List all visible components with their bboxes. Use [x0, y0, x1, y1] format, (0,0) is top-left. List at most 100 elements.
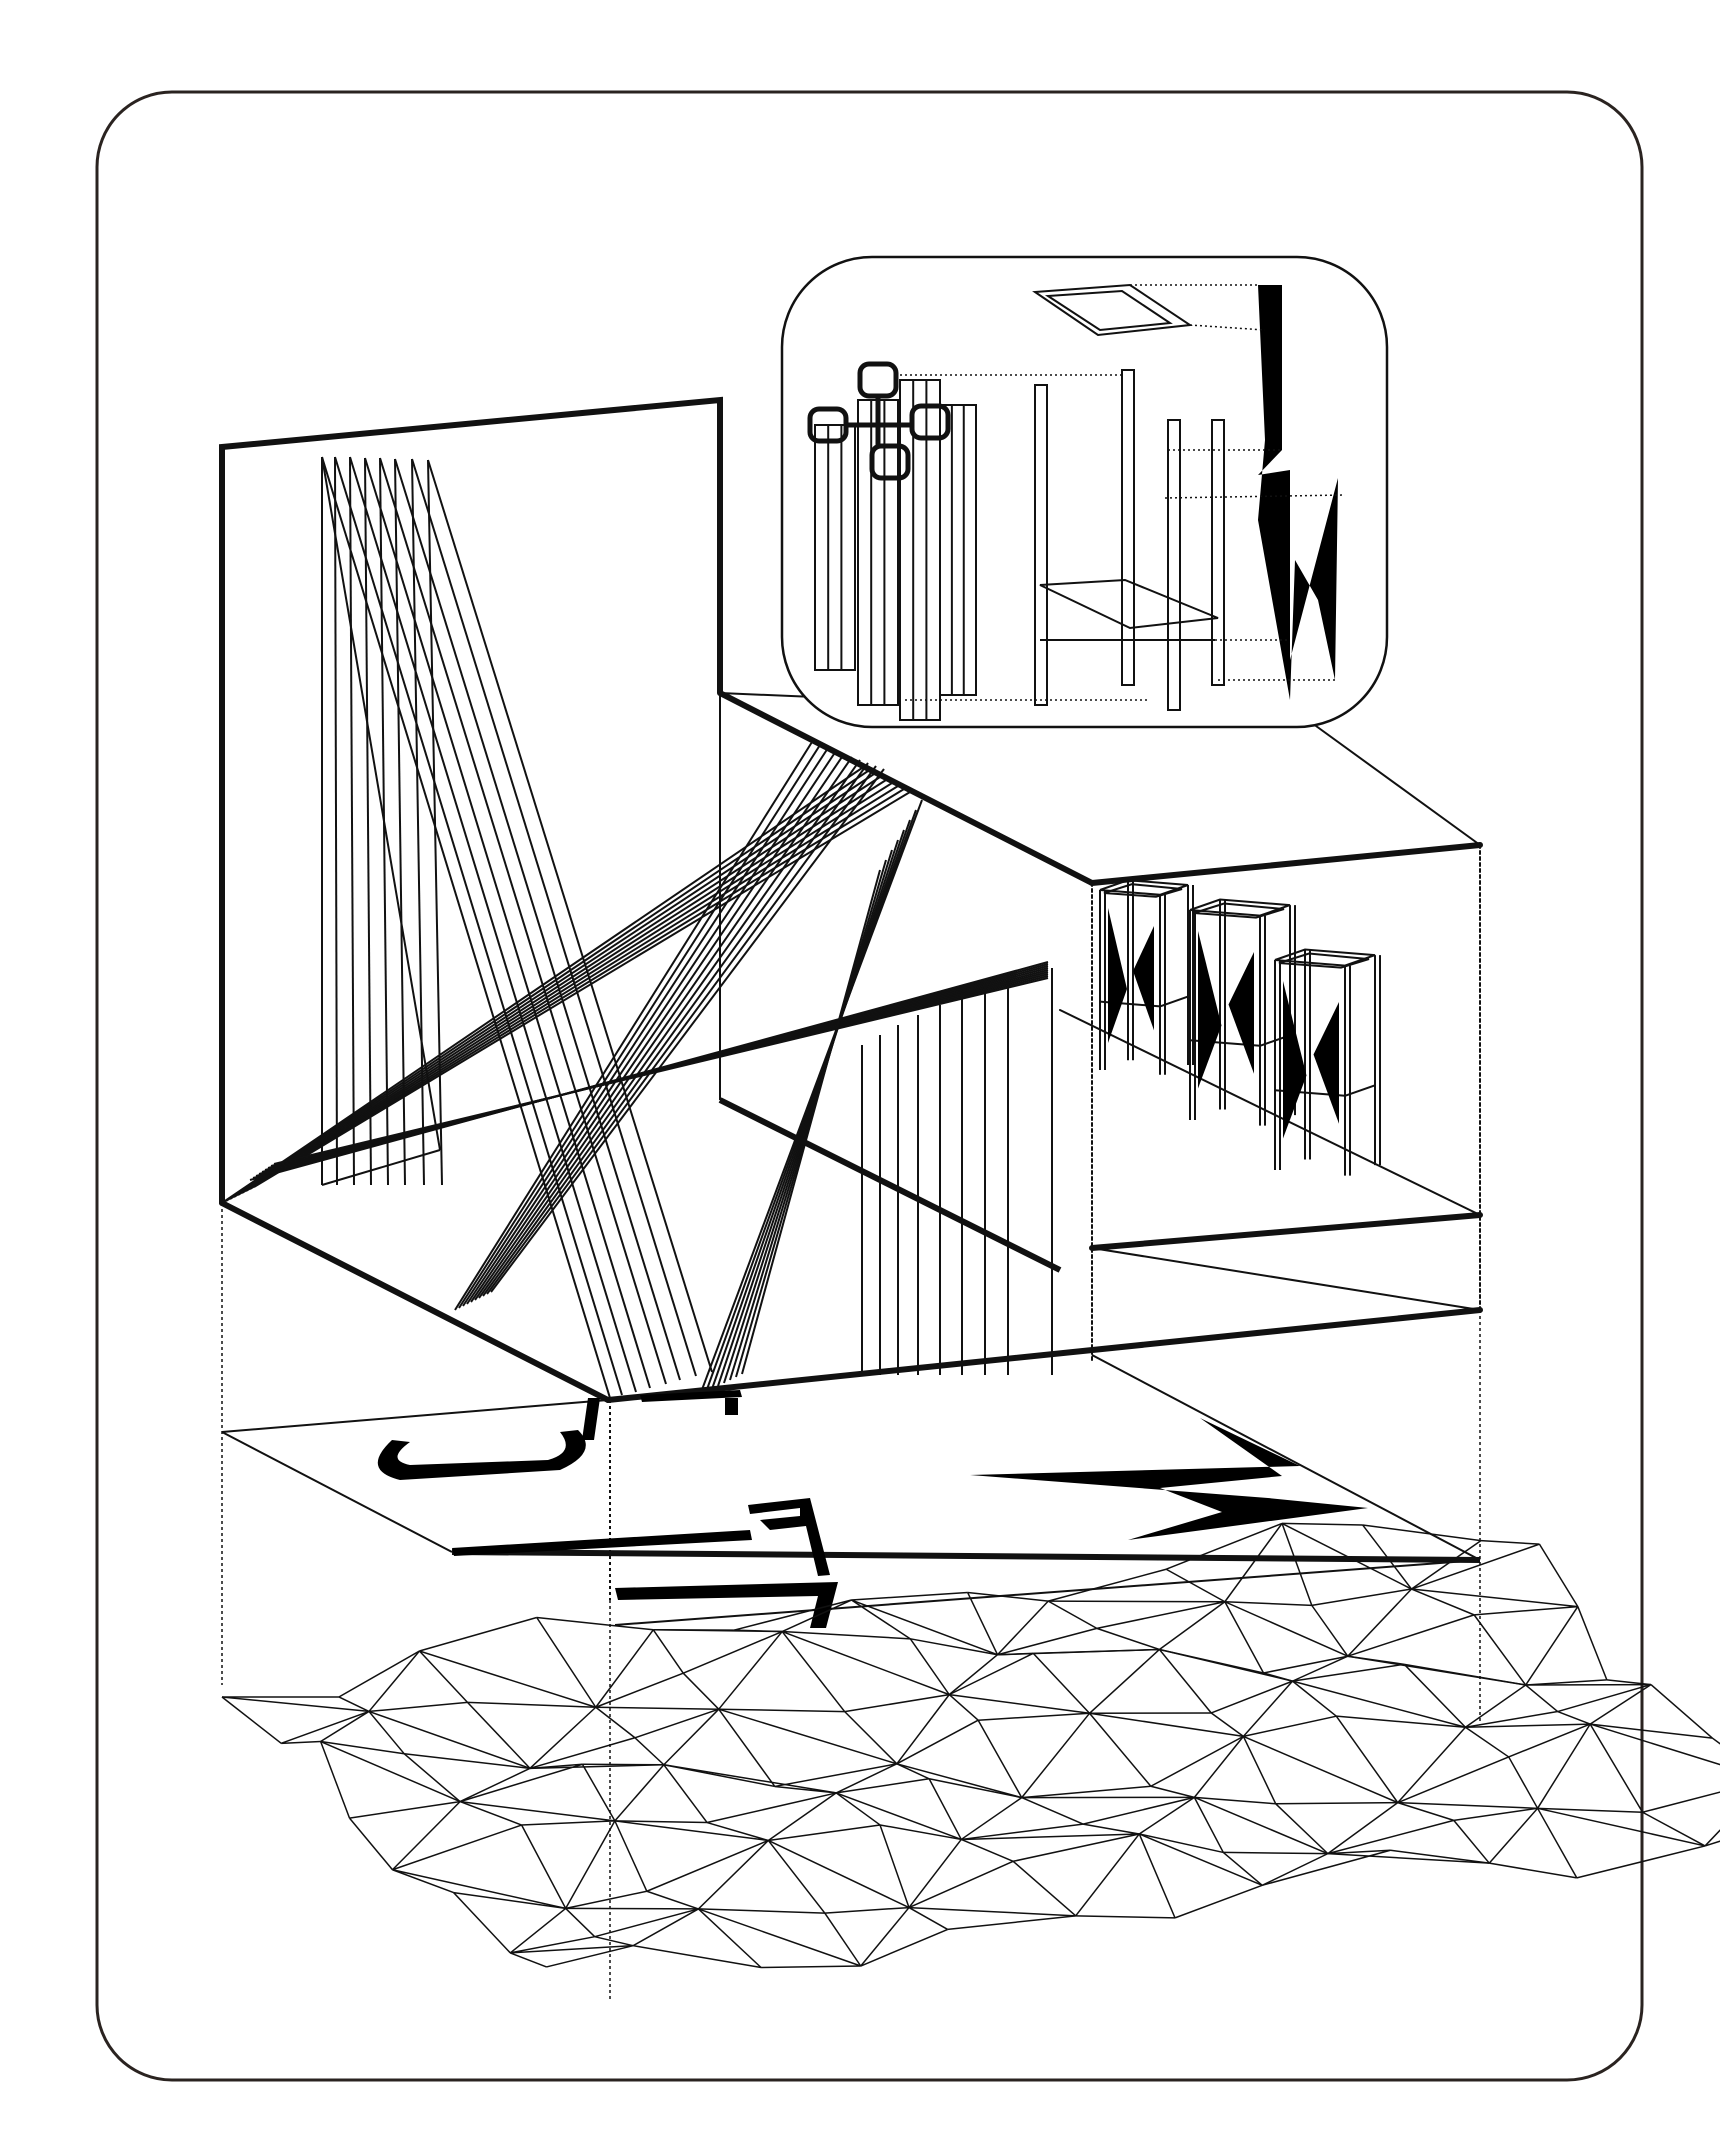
cross-strand [245, 785, 899, 1192]
cross-strand [237, 779, 887, 1196]
mesh-diagonal [1281, 1522, 1412, 1590]
mesh-diagonal [595, 1706, 719, 1710]
mesh-edge [280, 1710, 370, 1745]
mesh-edge [896, 1763, 930, 1780]
mesh-edge [1048, 1568, 1167, 1602]
mesh-edge [961, 1823, 1084, 1841]
mesh-edge [546, 1944, 634, 1968]
mesh-edge [706, 1792, 837, 1824]
rising-strand [470, 753, 845, 1303]
detail-inset-frame [780, 255, 1389, 729]
mesh-edge [1704, 1840, 1720, 1847]
detail-inset-contents [807, 283, 1346, 721]
mesh-edge [836, 1778, 930, 1794]
mesh-edge [1275, 1803, 1329, 1855]
profile-lobe [909, 403, 951, 441]
mesh-edge [1165, 1522, 1283, 1570]
floor-graphic-shapes [377, 1390, 1368, 1628]
converging-strand [711, 819, 911, 1390]
mesh-diagonal [1193, 1735, 1244, 1798]
mesh-edge [349, 1800, 461, 1819]
detail-inset [780, 255, 1389, 729]
mesh-edge [634, 1708, 720, 1739]
mesh-edge [1390, 1849, 1490, 1864]
mesh-edge [614, 1820, 648, 1892]
cross-strand [225, 770, 869, 1202]
leader-lines [900, 284, 1346, 701]
mesh-edge [1139, 1833, 1224, 1854]
mesh-edge [782, 1630, 911, 1640]
frame-post [1034, 384, 1048, 706]
mesh-edge [928, 1778, 1022, 1799]
mesh-edge [509, 1952, 547, 1968]
mesh-diagonal [1488, 1807, 1539, 1864]
mesh-edge [910, 1638, 998, 1656]
mesh-edge [1465, 1726, 1510, 1758]
mesh-edge [1193, 1797, 1224, 1853]
wall-strand-frame [321, 1149, 441, 1186]
mesh-edge [1537, 1807, 1643, 1813]
mesh-diagonal [718, 1631, 783, 1710]
mesh-diagonal [368, 1710, 531, 1770]
mesh-edge [966, 1592, 999, 1656]
mesh-edge [1404, 1663, 1526, 1686]
mesh-edge [281, 1740, 321, 1745]
mesh-diagonal [1397, 1726, 1467, 1804]
wall-strand-diagonal [349, 456, 637, 1393]
wall-strand-vertical [334, 456, 338, 1186]
mesh-edge [767, 1840, 826, 1914]
box-top-right [1304, 717, 1481, 846]
mesh-edge [466, 1701, 531, 1769]
mesh-edge [844, 1711, 898, 1765]
mesh-diagonal [1159, 1648, 1293, 1682]
wall-strand-diagonal [411, 458, 697, 1377]
mesh-edge [1589, 1723, 1644, 1813]
mesh-edge [221, 1696, 282, 1744]
mesh-edge [879, 1824, 910, 1908]
mesh-edge [1088, 1712, 1152, 1787]
mesh-diagonal [1138, 1796, 1195, 1835]
mesh-edge [453, 1892, 511, 1954]
mesh-diagonal [1704, 1829, 1720, 1847]
mesh-edge [733, 1629, 783, 1633]
mesh-edge [459, 1800, 522, 1826]
mesh-diagonal [960, 1796, 1023, 1841]
mesh-edge [761, 1965, 861, 1969]
mesh-edge [1263, 1655, 1348, 1674]
stand-rail [1344, 1084, 1376, 1097]
mesh-edge [1033, 1648, 1160, 1655]
mesh-edge [1263, 1672, 1293, 1682]
floor-graphic-plane [221, 1354, 1481, 1626]
mesh-edge [1590, 1723, 1713, 1739]
stand-rail [1159, 995, 1189, 1008]
mesh-diagonal [996, 1600, 1049, 1656]
mesh-edge [1642, 1791, 1720, 1813]
profile-lobe [869, 443, 911, 481]
mesh-edge [908, 1860, 1014, 1909]
mesh-diagonal [1589, 1723, 1720, 1766]
floor-plane-left [221, 1431, 453, 1553]
mesh-edge [824, 1906, 910, 1914]
rising-strand [486, 765, 877, 1295]
rising-strand [454, 741, 813, 1311]
floor-black-bar [452, 1530, 752, 1556]
stand-black-panel [1133, 926, 1154, 1031]
mesh-diagonal [1465, 1684, 1527, 1728]
mesh-edge [1165, 1568, 1226, 1603]
mesh-diagonal [565, 1820, 616, 1909]
mesh-diagonal [1589, 1683, 1652, 1725]
rising-strand [466, 750, 837, 1305]
cross-strand [249, 788, 905, 1190]
mesh-diagonal [1261, 1852, 1329, 1886]
mesh-edge [392, 1869, 454, 1894]
wall-strand-frame [321, 456, 441, 1151]
mesh-diagonal [1536, 1723, 1591, 1809]
mesh-edge [835, 1792, 881, 1826]
floor-glyph-dash [640, 1390, 742, 1402]
column-face [939, 404, 977, 696]
mesh-edge [1606, 1679, 1652, 1686]
mesh-edge [1096, 1601, 1226, 1630]
mesh-edge [1282, 1522, 1363, 1526]
mesh-diagonal [368, 1650, 421, 1712]
rear-partition-bottom [718, 1097, 1062, 1273]
